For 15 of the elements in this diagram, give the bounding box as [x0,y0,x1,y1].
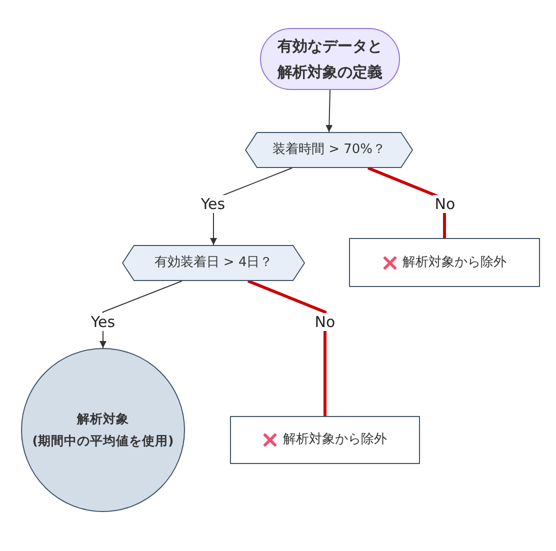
node-text: 解析対象から除外 [283,431,387,450]
arrow [326,90,333,132]
exclusion-box [230,416,420,464]
node-text: 有効装着日 > 4日？ [154,254,273,272]
edge-label: Yes [198,195,228,213]
exclusion-box [349,238,540,287]
node-text: 解析対象から除外 [402,254,506,272]
decision-hexagon [122,245,305,281]
edge-label: No [432,195,458,213]
connector-line [247,280,326,416]
node-text: 有効なデータと解析対象の定義 [276,36,384,83]
decision-hexagon [245,132,413,168]
node-text: 解析対象 (期間中の平均値を使用) [31,410,175,450]
edge-label: Yes [88,313,118,331]
node-text: 装着時間 > 70%？ [272,141,386,160]
